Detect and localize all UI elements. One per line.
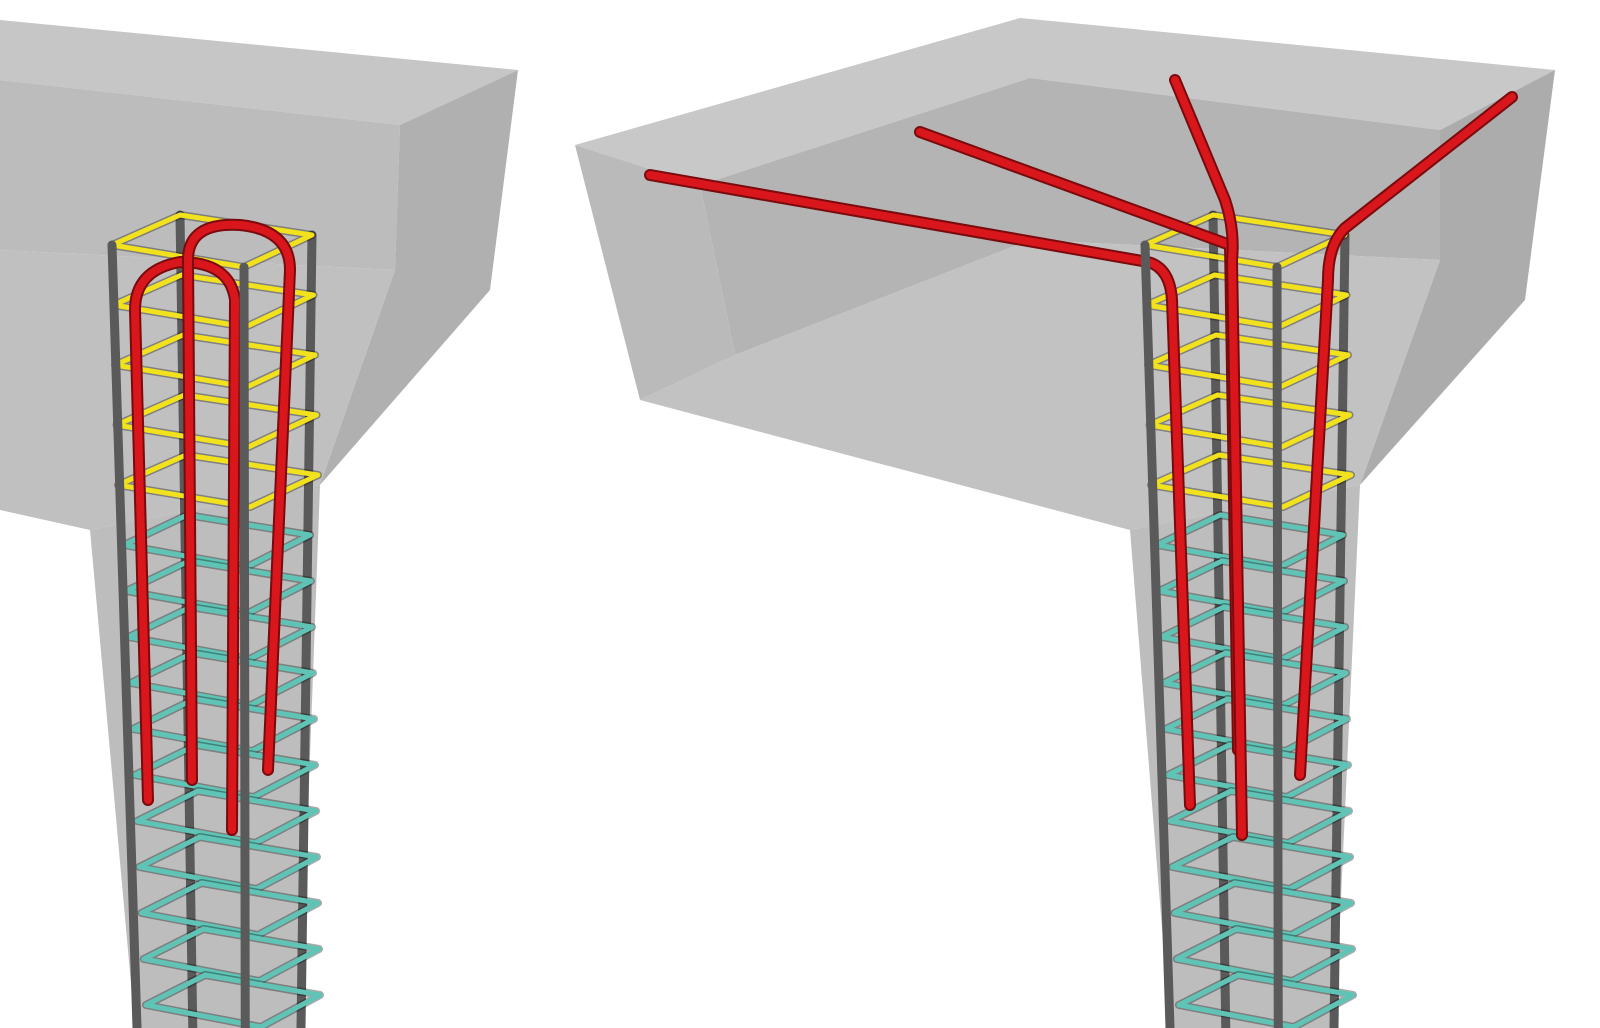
top-tie: [112, 332, 318, 390]
left-rebar-cage: [107, 210, 324, 1028]
column-tie: [130, 696, 317, 754]
left-slab-side: [320, 70, 518, 485]
longitudinal-bar: [1272, 262, 1283, 1028]
left-panel: [0, 20, 518, 1028]
anchorage-bar: [1296, 93, 1516, 779]
column-tie: [1176, 972, 1356, 1028]
longitudinal-bar: [1208, 210, 1231, 1028]
column-tie: [139, 880, 321, 938]
top-tie: [114, 392, 319, 450]
right-rebar-cage: [644, 74, 1518, 1028]
column-tie: [141, 926, 322, 984]
column-tie: [125, 604, 315, 662]
column-tie: [134, 788, 319, 846]
column-tie: [132, 742, 318, 800]
longitudinal-bar: [1140, 240, 1175, 1028]
top-tie: [111, 272, 316, 330]
column-tie: [143, 972, 323, 1028]
left-slab-inner: [0, 80, 400, 270]
right-slab-back: [700, 78, 1440, 355]
column-tie: [128, 650, 316, 708]
longitudinal-bar: [107, 240, 142, 1028]
longitudinal-bar: [239, 262, 250, 1028]
left-slab-top: [0, 20, 518, 125]
column-tie: [1167, 788, 1352, 846]
column-tie: [1169, 834, 1353, 892]
anchorage-bar: [1171, 76, 1246, 839]
column-tie: [1172, 880, 1354, 938]
right-panel: [575, 18, 1555, 1028]
top-tie: [115, 452, 321, 510]
left-slab-bottom: [0, 250, 395, 530]
column-tie: [121, 512, 313, 570]
column-tie: [123, 558, 314, 616]
column-tie: [1174, 926, 1355, 984]
column-tie: [136, 834, 320, 892]
right-slab-front: [575, 145, 735, 400]
right-slab-top: [575, 18, 1555, 185]
anchorage-bar: [184, 220, 294, 784]
right-slab-side: [1360, 70, 1555, 485]
anchorage-bar: [131, 258, 239, 834]
